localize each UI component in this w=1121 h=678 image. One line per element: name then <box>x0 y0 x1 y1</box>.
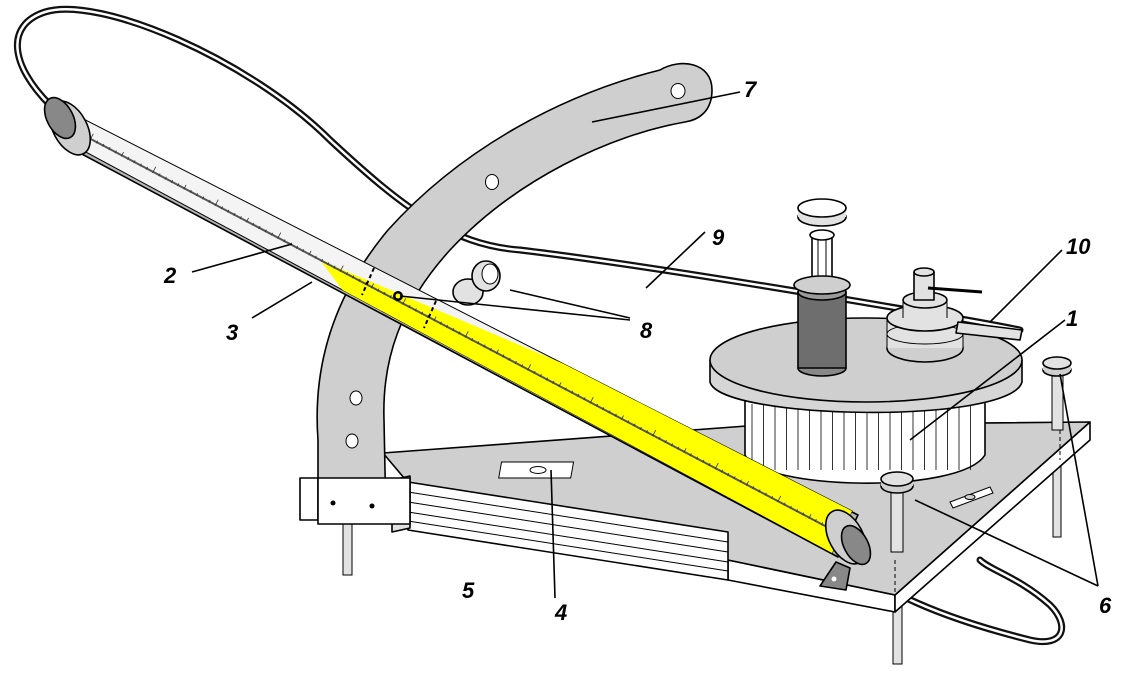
leader-lines <box>191 91 1099 599</box>
label-3: 3 <box>226 320 238 345</box>
screw-feet <box>880 356 1072 553</box>
label-7: 7 <box>744 77 758 102</box>
label-1: 1 <box>1066 306 1078 331</box>
part-labels: 1 2 3 4 5 6 7 8 9 10 <box>163 77 1112 625</box>
label-6: 6 <box>1099 593 1112 618</box>
plunger <box>793 198 851 377</box>
tube-end-caps <box>43 96 872 591</box>
label-10: 10 <box>1066 234 1091 259</box>
pivot-knob <box>452 260 501 306</box>
label-2: 2 <box>163 263 177 288</box>
label-5: 5 <box>462 578 475 603</box>
label-4: 4 <box>554 600 567 625</box>
cylinder-container <box>709 317 1023 484</box>
label-9: 9 <box>712 225 725 250</box>
label-8: 8 <box>640 318 653 343</box>
valve <box>886 267 1023 363</box>
